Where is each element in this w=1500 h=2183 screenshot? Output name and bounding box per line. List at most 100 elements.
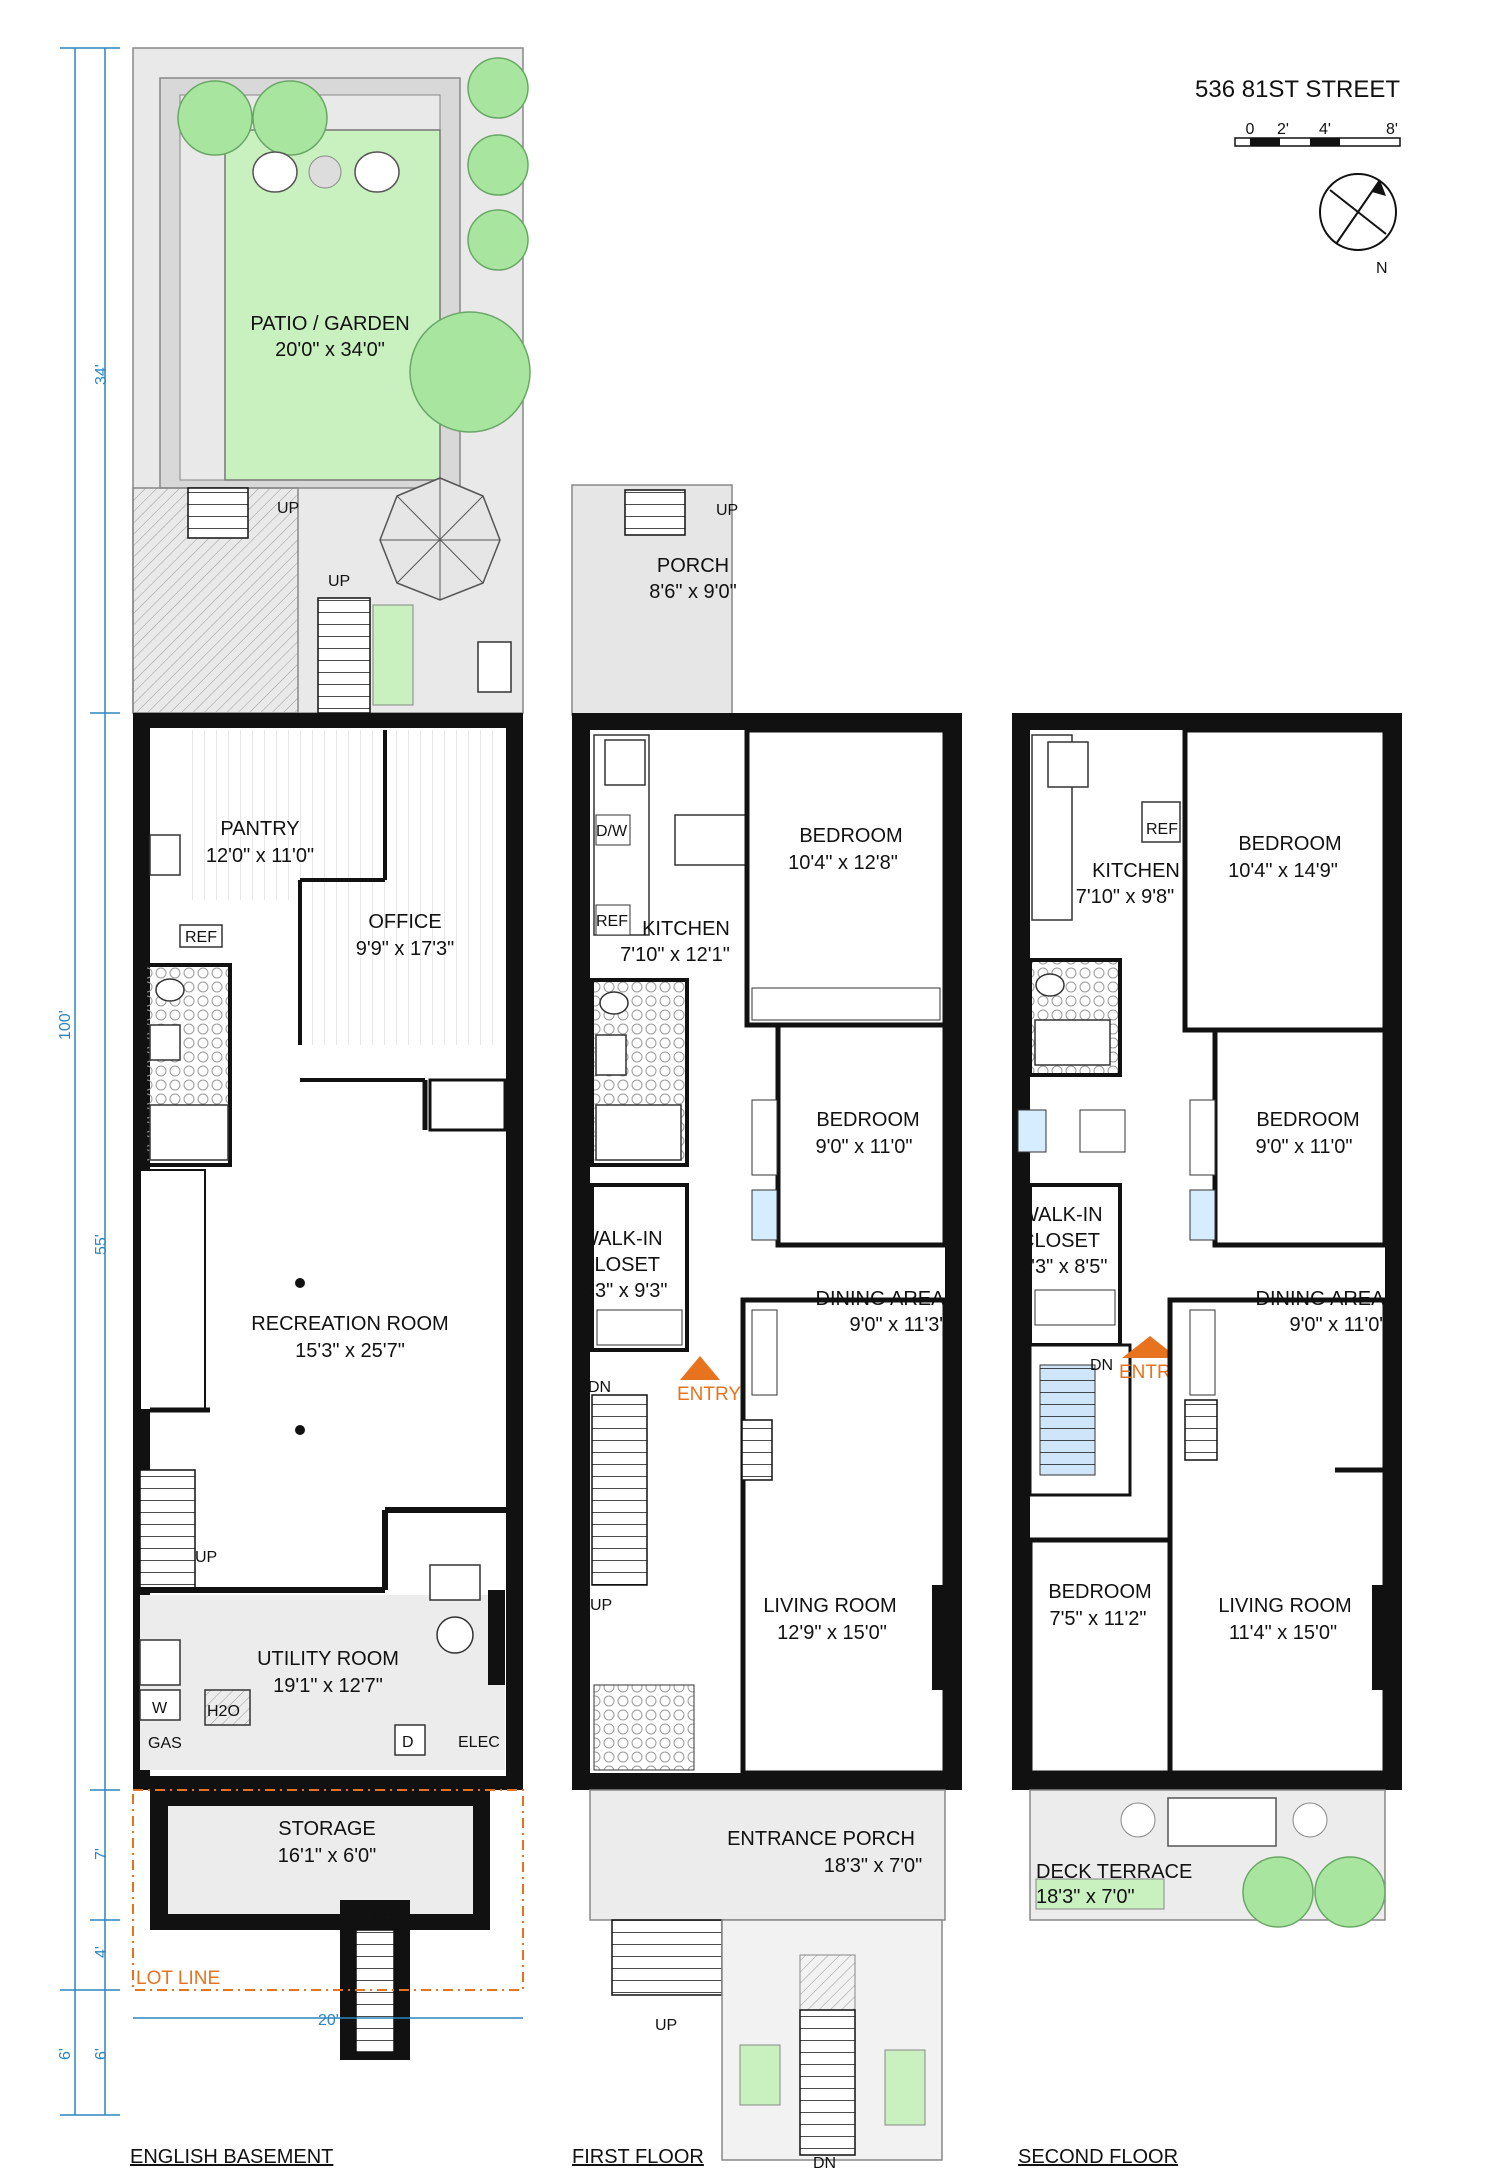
lawn	[224, 129, 441, 481]
office-name: OFFICE	[368, 911, 441, 933]
deck-name: DECK TERRACE	[1036, 1861, 1192, 1883]
toilet-icon	[155, 978, 185, 1002]
second-entry-arrow-icon	[1122, 1336, 1178, 1358]
washer-label: W	[152, 1700, 168, 1717]
first-bedroom-2-size: 9'0" x 11'0"	[815, 1136, 912, 1158]
first-dining-size: 9'0" x 11'3"	[849, 1314, 946, 1336]
scale-label-2: 2'	[1277, 121, 1289, 138]
second-living-name: LIVING ROOM	[1218, 1595, 1351, 1617]
dim-20: 20'	[318, 2012, 339, 2029]
utility-size: 19'1" x 12'7"	[273, 1675, 383, 1697]
sink-icon	[149, 1024, 181, 1061]
areaway-dn-label: DN	[813, 2155, 836, 2172]
closet-shelving	[139, 1169, 206, 1411]
deck-tree-icon	[1242, 1856, 1314, 1928]
first-living-name: LIVING ROOM	[763, 1595, 896, 1617]
first-entry-label: ENTRY	[677, 1384, 741, 1405]
dining-table-icon	[674, 814, 751, 866]
office-size: 9'9" x 17'3"	[356, 938, 455, 960]
dimension-lines	[60, 47, 523, 2116]
dryer-label: D	[402, 1734, 414, 1751]
gas-label: GAS	[148, 1735, 182, 1752]
deck-size: 18'3" x 7'0"	[1036, 1886, 1135, 1908]
second-kitchen-size: 7'10" x 9'8"	[1076, 886, 1175, 908]
entrance-porch	[589, 1789, 946, 1921]
north-label: N	[1376, 260, 1388, 277]
scale-bar: 0 2' 4' 8'	[1234, 121, 1401, 147]
umbrella-icon	[379, 477, 501, 601]
second-closet-name-1: WALK-IN	[1020, 1204, 1103, 1226]
first-closet-size: 5'3" x 9'3"	[580, 1280, 667, 1302]
storage-name: STORAGE	[278, 1818, 375, 1840]
vestibule-tiles	[593, 1684, 695, 1771]
entrance-porch-size: 18'3" x 7'0"	[824, 1855, 923, 1877]
porch-up-label: UP	[716, 502, 738, 519]
scale-label-8: 8'	[1386, 121, 1398, 138]
second-bedroom-2-size: 9'0" x 11'0"	[1255, 1136, 1352, 1158]
second-kitchen-name: KITCHEN	[1092, 860, 1180, 882]
dim-100: 100'	[57, 1010, 74, 1040]
tree-icon	[177, 57, 531, 433]
first-kitchen-name: KITCHEN	[642, 918, 730, 940]
north-compass-icon: N	[1319, 173, 1397, 277]
storage-size: 16'1" x 6'0"	[278, 1845, 377, 1867]
second-ref-label: REF	[1146, 821, 1178, 838]
dim-55: 55'	[93, 1234, 110, 1255]
second-bedroom-1-size: 10'4" x 14'9"	[1228, 860, 1338, 882]
second-bedroom-3-walls	[1027, 1537, 1173, 1776]
dishwasher-label: D/W	[596, 823, 628, 840]
office-floor	[300, 730, 495, 1045]
dim-6-right: 6'	[93, 2048, 110, 2060]
patio-name: PATIO / GARDEN	[250, 313, 409, 335]
ref-label: REF	[185, 929, 217, 946]
entrance-porch-name: ENTRANCE PORCH	[727, 1828, 915, 1850]
first-living-size: 12'9" x 15'0"	[777, 1622, 887, 1644]
ref-box	[179, 924, 223, 948]
first-bedroom-1-name: BEDROOM	[799, 825, 902, 847]
dim-7: 7'	[93, 1848, 110, 1860]
patio-chairs-icon	[252, 151, 400, 193]
entrance-up-label: UP	[655, 2017, 677, 2034]
english-basement-plan: UP UP REF UP W GAS	[57, 47, 531, 2116]
second-closet-name-2: CLOSET	[1020, 1230, 1100, 1252]
elec-label: ELEC	[458, 1734, 500, 1751]
storage-up-label: UP	[372, 1911, 394, 1928]
second-dining-size: 9'0" x 11'0"	[1289, 1314, 1386, 1336]
recreation-name: RECREATION ROOM	[251, 1313, 448, 1335]
address-title: 536 81ST STREET	[1195, 76, 1400, 103]
scale-label-0: 0	[1246, 121, 1255, 138]
dim-34: 34'	[93, 364, 110, 385]
first-dining-name: DINING AREA	[816, 1288, 946, 1310]
grill-icon	[477, 641, 512, 693]
second-entry-label: ENTRY	[1119, 1362, 1183, 1383]
second-closet-size: 5'3" x 8'5"	[1020, 1256, 1107, 1278]
planter	[372, 604, 414, 706]
utility-name: UTILITY ROOM	[257, 1648, 399, 1670]
second-bedroom-1-name: BEDROOM	[1238, 833, 1341, 855]
second-bedroom-3-name: BEDROOM	[1048, 1581, 1151, 1603]
porch-size: 8'6" x 9'0"	[649, 581, 736, 603]
porch-name: PORCH	[657, 555, 729, 577]
water-heater-icon	[436, 1616, 474, 1654]
deck-tree-icon-2	[1314, 1856, 1386, 1928]
first-bedroom-2-name: BEDROOM	[816, 1109, 919, 1131]
bedroom-1-walls	[744, 727, 948, 1028]
garden-stairs	[187, 487, 371, 714]
first-kitchen-size: 7'10" x 12'1"	[620, 944, 730, 966]
sofa-icon	[1167, 1797, 1277, 1847]
first-dn-label: DN	[588, 1379, 611, 1396]
second-dn-label: DN	[1090, 1357, 1113, 1374]
first-stair-up-label: UP	[590, 1597, 612, 1614]
header: 536 81ST STREET 0 2' 4' 8' N	[1195, 76, 1401, 277]
second-floor-plan: REF DN ENTRY	[1012, 713, 1402, 1928]
caption-english-basement: ENGLISH BASEMENT	[130, 2146, 333, 2168]
second-bedroom-2-walls	[1212, 1027, 1388, 1248]
stove-icon	[604, 739, 646, 786]
scale-label-4: 4'	[1319, 121, 1331, 138]
bathtub-icon	[1034, 1019, 1111, 1066]
first-ref-label: REF	[596, 913, 628, 930]
bedroom-2-walls	[775, 1022, 948, 1248]
storage-floor	[168, 1806, 473, 1914]
dim-4: 4'	[93, 1946, 110, 1958]
